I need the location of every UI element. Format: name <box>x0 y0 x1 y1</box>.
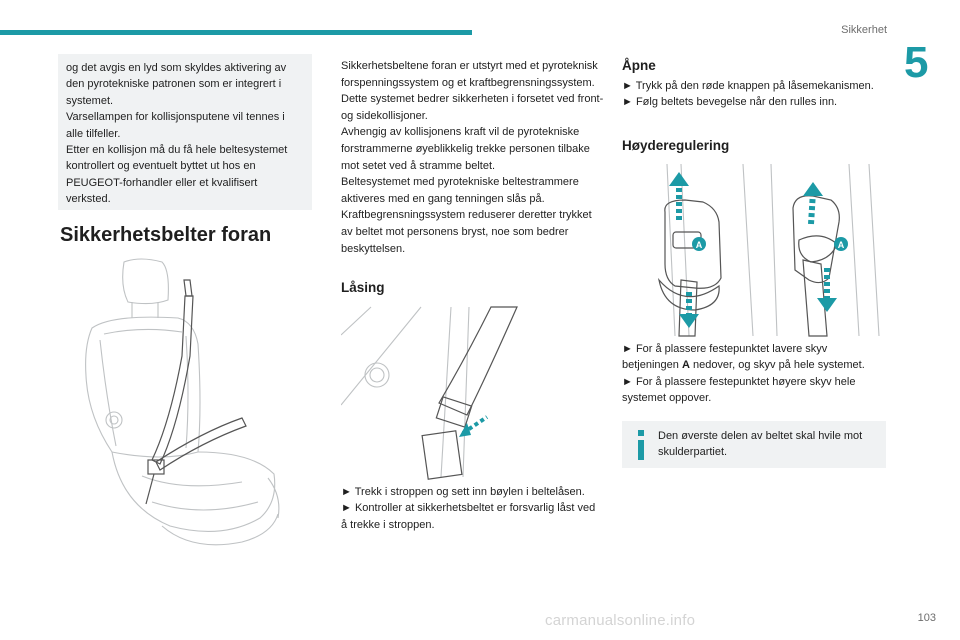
chapter-number: 5 <box>904 38 929 87</box>
height-steps: ► For å plassere festepunktet lavere sky… <box>622 341 886 407</box>
step-text: ► Følg beltets bevegelse når den rulles … <box>622 96 838 109</box>
body-paragraph: Avhengig av kollisjonens kraft vil de py… <box>341 126 590 172</box>
watermark: carmanualsonline.info <box>545 612 696 629</box>
info-text: Den øverste delen av beltet skal hvile m… <box>658 430 863 459</box>
page-number: 103 <box>917 612 936 624</box>
height-adjustment-illustration: A A <box>657 163 880 337</box>
section-name: Sikkerhet <box>841 24 887 36</box>
info-icon <box>638 430 644 460</box>
step-text: ► For å plassere festepunktet høyere sky… <box>622 375 856 405</box>
note-box: og det avgis en lyd som skyldes aktiveri… <box>58 54 312 210</box>
body-paragraph: Beltesystemet med pyrotekniske beltestra… <box>341 176 579 205</box>
locking-heading: Låsing <box>341 280 385 295</box>
note-paragraph: Varsellampen for kollisjonsputene vil te… <box>66 111 285 140</box>
note-paragraph: Etter en kollisjon må du få hele beltesy… <box>66 144 288 206</box>
step-text: ► Kontroller at sikkerhetsbeltet er fors… <box>341 502 596 531</box>
step-text: ► For å plassere festepunktet lavere sky… <box>622 343 865 372</box>
note-paragraph: og det avgis en lyd som skyldes aktiveri… <box>66 62 287 107</box>
header-accent-bar <box>0 30 472 35</box>
front-seat-belt-illustration <box>85 258 280 546</box>
info-box: Den øverste delen av beltet skal hvile m… <box>622 421 886 468</box>
body-paragraph: Sikkerhetsbeltene foran er utstyrt med e… <box>341 60 598 89</box>
open-heading: Åpne <box>622 58 656 73</box>
step-text: ► Trykk på den røde knappen på låsemekan… <box>622 80 874 92</box>
control-a-label: A <box>681 359 690 372</box>
section-title: Sikkerhetsbelter foran <box>60 224 272 246</box>
step-text: ► Trekk i stroppen og sett inn bøylen i … <box>341 486 585 498</box>
body-paragraph: Dette systemet bedrer sikkerheten i fors… <box>341 93 604 122</box>
intro-text: Sikkerhetsbeltene foran er utstyrt med e… <box>341 58 604 257</box>
adjuster-label-a: A <box>696 240 703 250</box>
adjuster-label-a: A <box>838 240 845 250</box>
body-paragraph: Kraftbegrensningssystem reduserer derett… <box>341 209 592 255</box>
height-adjust-heading: Høyderegulering <box>622 138 730 153</box>
open-steps: ► Trykk på den røde knappen på låsemekan… <box>622 78 888 111</box>
buckle-locking-illustration <box>341 306 518 480</box>
locking-steps: ► Trekk i stroppen og sett inn bøylen i … <box>341 484 603 533</box>
